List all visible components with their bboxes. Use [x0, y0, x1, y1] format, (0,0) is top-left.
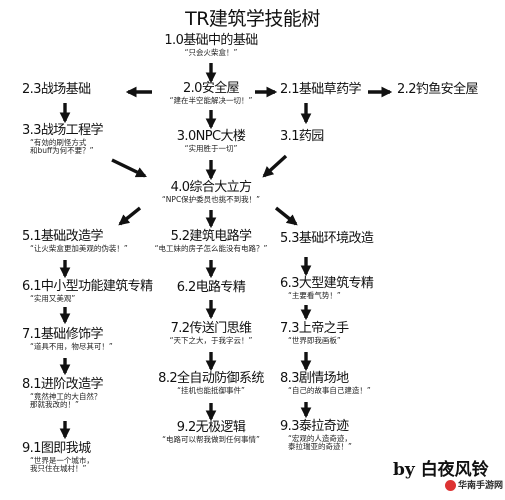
node-5-3: 5.3基础环境改造	[280, 231, 374, 246]
node-2-3-title: 2.3战场基础	[22, 82, 91, 97]
node-9-2: 9.2无极逻辑 “电路可以帮我做到任何事情”	[135, 421, 287, 444]
node-2-3: 2.3战场基础	[22, 82, 91, 97]
node-9-3: 9.3泰拉奇迹 “宏观的人造奇迹， 泰拉瑞亚的奇迹！”	[280, 420, 352, 450]
node-8-1-quote: “竟然神工的大自然？ 那就我改的！”	[30, 391, 102, 409]
node-1-0-title: 1.0基础中的基础	[164, 33, 258, 48]
node-7-1: 7.1基础修饰学 “道具不用，物尽其可！”	[22, 328, 113, 351]
node-6-3-title: 6.3大型建筑专精	[280, 276, 374, 291]
node-6-1-quote: “实用又美观”	[30, 293, 76, 303]
node-8-3-quote: “自己的故事自己建造！”	[288, 385, 371, 395]
node-2-0-title: 2.0安全屋	[182, 81, 240, 96]
node-6-3-quote: “主要看气势！”	[288, 290, 341, 300]
node-9-2-quote: “电路可以帮我做到任何事情”	[162, 434, 260, 444]
node-7-2-quote: “天下之大，于我字云！”	[169, 335, 253, 345]
node-5-2: 5.2建筑电路学 “电工妹的房子怎么能没有电路？”	[131, 230, 291, 253]
node-7-2-title: 7.2传送门思维	[170, 321, 252, 336]
node-6-2: 6.2电路专精	[150, 281, 272, 295]
node-2-0-quote: “建在半空能解决一切！”	[169, 95, 253, 105]
node-3-0: 3.0NPC大楼 “实用胜于一切”	[150, 130, 272, 153]
node-3-0-quote: “实用胜于一切”	[184, 143, 238, 153]
node-8-3: 8.3剧情场地 “自己的故事自己建造！”	[280, 372, 371, 395]
node-9-1-quote: “世界是一个城市， 我只住在城村！”	[30, 455, 94, 473]
node-4-0-title: 4.0综合大立方	[170, 180, 252, 195]
node-4-0-quote: “NPC保护委员也挑不到我！”	[161, 194, 261, 204]
diagram-title: TR建筑学技能树	[185, 8, 320, 30]
node-8-1-title: 8.1进阶改造学	[22, 377, 103, 392]
node-9-3-title: 9.3泰拉奇迹	[280, 419, 349, 434]
node-7-1-quote: “道具不用，物尽其可！”	[30, 341, 113, 351]
author-signature: by 白夜风铃	[393, 455, 489, 480]
node-4-0: 4.0综合大立方 “NPC保护委员也挑不到我！”	[130, 181, 292, 204]
node-8-3-title: 8.3剧情场地	[280, 371, 349, 386]
node-6-3: 6.3大型建筑专精 “主要看气势！”	[280, 276, 374, 300]
logo-mark-icon	[445, 480, 456, 491]
node-5-2-quote: “电工妹的房子怎么能没有电路？”	[154, 243, 268, 253]
node-5-3-title: 5.3基础环境改造	[280, 231, 374, 246]
node-3-3-quote: “有効的刷怪方式 和buff为何不要？”	[30, 137, 94, 155]
node-2-1: 2.1基础草药学	[280, 83, 361, 97]
node-2-2-title: 2.2钓鱼安全屋	[397, 82, 478, 97]
node-8-2-title: 8.2全自动防御系统	[158, 371, 264, 386]
node-6-1: 6.1中小型功能建筑专精 “实用又美观”	[22, 279, 153, 303]
node-2-1-title: 2.1基础草药学	[280, 82, 361, 97]
node-3-1-title: 3.1药园	[280, 129, 324, 144]
node-6-2-title: 6.2电路专精	[176, 280, 246, 295]
node-7-3: 7.3上帝之手 “世界即我画板”	[280, 321, 349, 345]
node-2-0: 2.0安全屋 “建在半空能解决一切！”	[140, 82, 282, 105]
node-2-2: 2.2钓鱼安全屋	[397, 83, 478, 97]
node-9-1: 9.1图即我城 “世界是一个城市， 我只住在城村！”	[22, 442, 94, 472]
node-3-3-title: 3.3战场工程学	[22, 123, 103, 138]
node-6-1-title: 6.1中小型功能建筑专精	[22, 279, 153, 294]
node-8-2-quote: “挂机也能抵御事件”	[177, 385, 245, 395]
site-logo: 华南手游网	[445, 478, 503, 491]
node-8-1: 8.1进阶改造学 “竟然神工的大自然？ 那就我改的！”	[22, 378, 103, 408]
arrow-4_0-to-5_1	[118, 206, 142, 226]
node-3-0-title: 3.0NPC大楼	[176, 129, 246, 144]
node-5-1-title: 5.1基础改造学	[22, 229, 103, 244]
logo-text: 华南手游网	[458, 481, 504, 491]
node-5-1-quote: “让火柴盒更加美观的伪装！”	[30, 243, 128, 253]
node-1-0-quote: “只会火柴盒！”	[184, 47, 238, 57]
node-5-1: 5.1基础改造学 “让火柴盒更加美观的伪装！”	[22, 230, 128, 253]
node-7-1-title: 7.1基础修饰学	[22, 327, 103, 342]
arrow-4_0-to-5_3	[274, 206, 298, 226]
node-9-3-quote: “宏观的人造奇迹， 泰拉瑞亚的奇迹！”	[288, 433, 352, 451]
node-7-3-title: 7.3上帝之手	[280, 321, 349, 336]
node-9-1-title: 9.1图即我城	[22, 441, 91, 456]
signature-name: 白夜风铃	[420, 460, 489, 480]
node-8-2: 8.2全自动防御系统 “挂机也能抵御事件”	[135, 372, 287, 395]
node-9-2-title: 9.2无极逻辑	[176, 420, 246, 435]
signature-by: by	[393, 460, 415, 480]
node-7-3-quote: “世界即我画板”	[288, 335, 341, 345]
arrow-3_3-to-4_0	[111, 158, 147, 178]
node-5-2-title: 5.2建筑电路学	[170, 229, 252, 244]
node-1-0: 1.0基础中的基础 “只会火柴盒！”	[140, 34, 282, 57]
node-3-3: 3.3战场工程学 “有効的刷怪方式 和buff为何不要？”	[22, 124, 103, 154]
node-3-1: 3.1药园	[280, 130, 324, 144]
arrow-3_1-to-4_0	[262, 154, 288, 178]
node-7-2: 7.2传送门思维 “天下之大，于我字云！”	[140, 322, 282, 345]
